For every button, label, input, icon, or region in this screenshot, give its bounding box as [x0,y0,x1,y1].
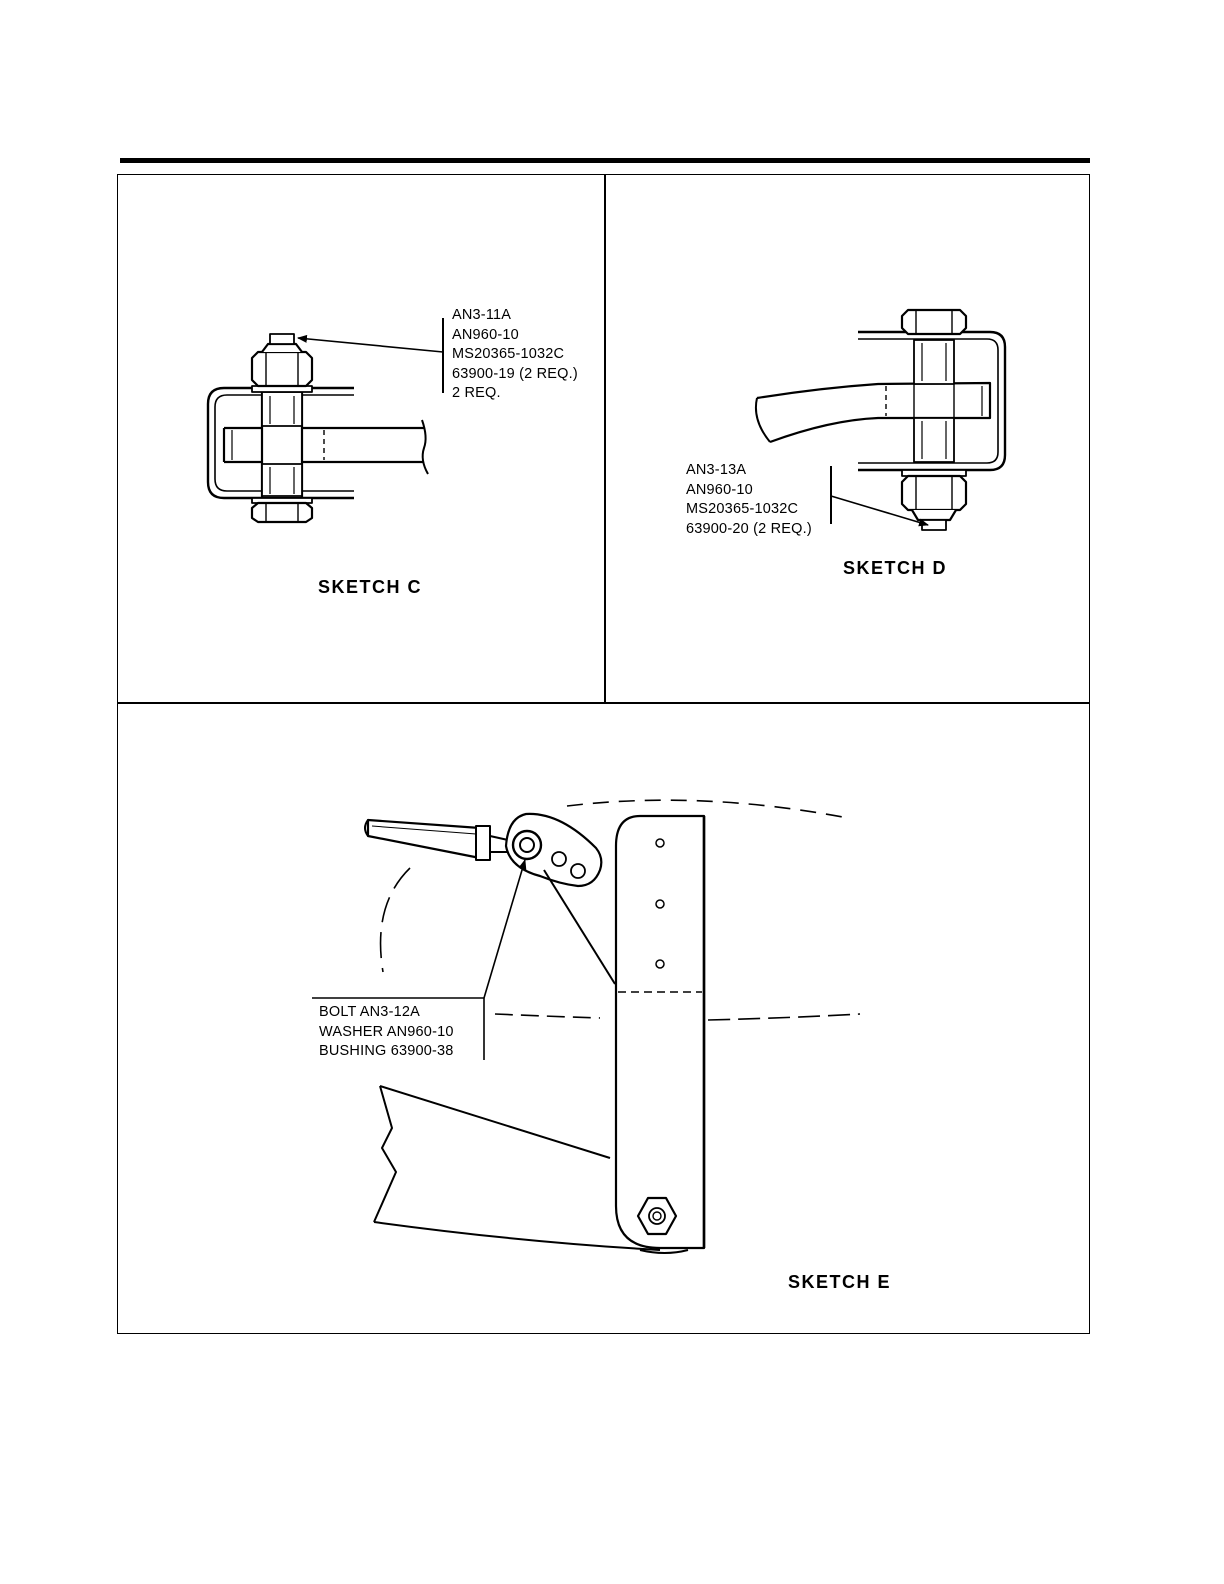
callout-line: AN3-13A [686,461,812,481]
sketch-c-title: SKETCH C [318,577,422,598]
callout-line: 63900-19 (2 REQ.) [452,365,578,385]
callout-line: AN960-10 [452,326,578,346]
callout-line: BOLT AN3-12A [319,1003,454,1023]
sketch-d-title: SKETCH D [843,558,947,579]
callout-line: BUSHING 63900-38 [319,1042,454,1062]
callout-line: 2 REQ. [452,384,578,404]
callout-line: MS20365-1032C [452,345,578,365]
callout-line: MS20365-1032C [686,500,812,520]
sketch-c-callout: AN3-11A AN960-10 MS20365-1032C 63900-19 … [452,306,578,404]
callout-line: AN960-10 [686,481,812,501]
callout-line: 63900-20 (2 REQ.) [686,520,812,540]
callout-line: WASHER AN960-10 [319,1023,454,1043]
callout-line: AN3-11A [452,306,578,326]
sketch-c-leader [298,318,443,393]
sketch-e-callout: BOLT AN3-12A WASHER AN960-10 BUSHING 639… [319,1003,454,1062]
sketch-e-title: SKETCH E [788,1272,891,1293]
sketch-c-drawing [208,334,428,522]
sketch-d-callout: AN3-13A AN960-10 MS20365-1032C 63900-20 … [686,461,812,539]
